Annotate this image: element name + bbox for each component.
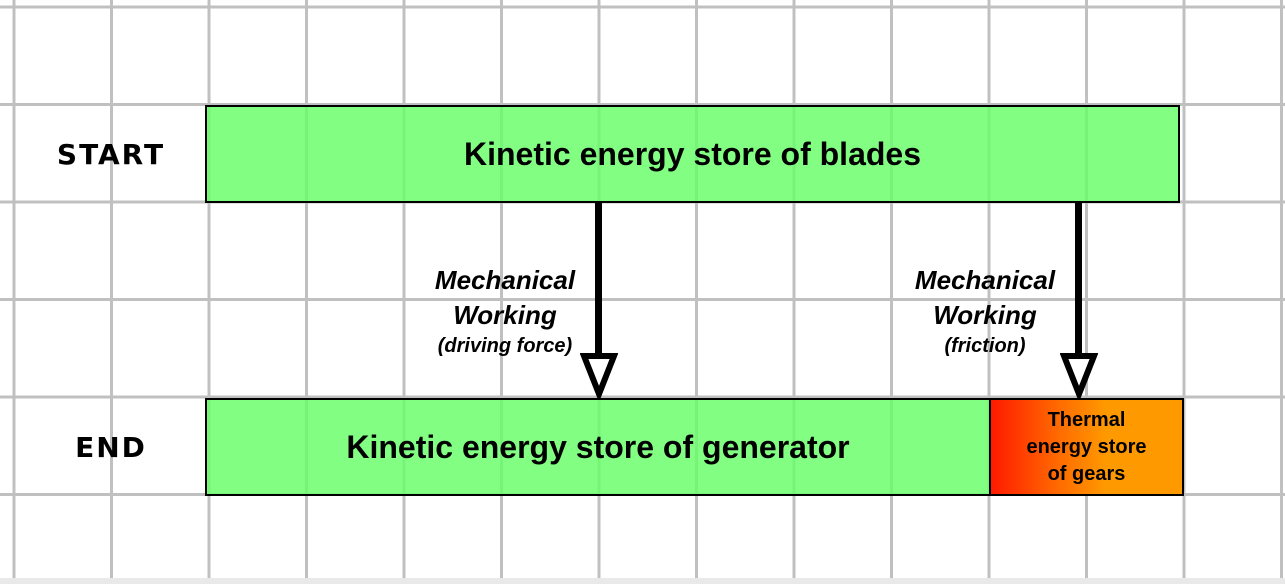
kinetic-store-generator-label: Kinetic energy store of generator (346, 428, 850, 465)
thermal-store-label-line-1: Thermal (1047, 408, 1126, 431)
thermal-store-label-line-2: energy store (1026, 435, 1147, 458)
kinetic-store-blades: Kinetic energy store of blades (205, 105, 1180, 203)
transfer-2-line-3: (friction) (944, 335, 1026, 357)
start-row-label: START (56, 138, 166, 171)
transfer-1-line-2: Working (453, 300, 557, 330)
thermal-store-label-line-3: of gears (1047, 462, 1126, 485)
transfer-arrow-head-1 (580, 353, 618, 398)
transfer-2-line-1: Mechanical (914, 265, 1056, 295)
transfer-label-friction: Mechanical Working (friction) (885, 263, 1085, 360)
kinetic-store-generator: Kinetic energy store of generator (205, 398, 991, 496)
transfer-1-line-1: Mechanical (434, 265, 576, 295)
transfer-2-line-2: Working (933, 300, 1037, 330)
transfer-label-driving-force: Mechanical Working (driving force) (405, 263, 605, 360)
bottom-strip (0, 578, 1285, 584)
transfer-1-line-3: (driving force) (437, 335, 573, 357)
transfer-arrow-head-2 (1060, 353, 1098, 398)
thermal-store-gears: Thermal energy store of gears (989, 398, 1184, 496)
kinetic-store-blades-label: Kinetic energy store of blades (463, 135, 921, 172)
transfer-arrow-shaft-1 (595, 202, 602, 360)
end-row-label: END (75, 431, 147, 464)
transfer-arrow-shaft-2 (1075, 202, 1082, 360)
